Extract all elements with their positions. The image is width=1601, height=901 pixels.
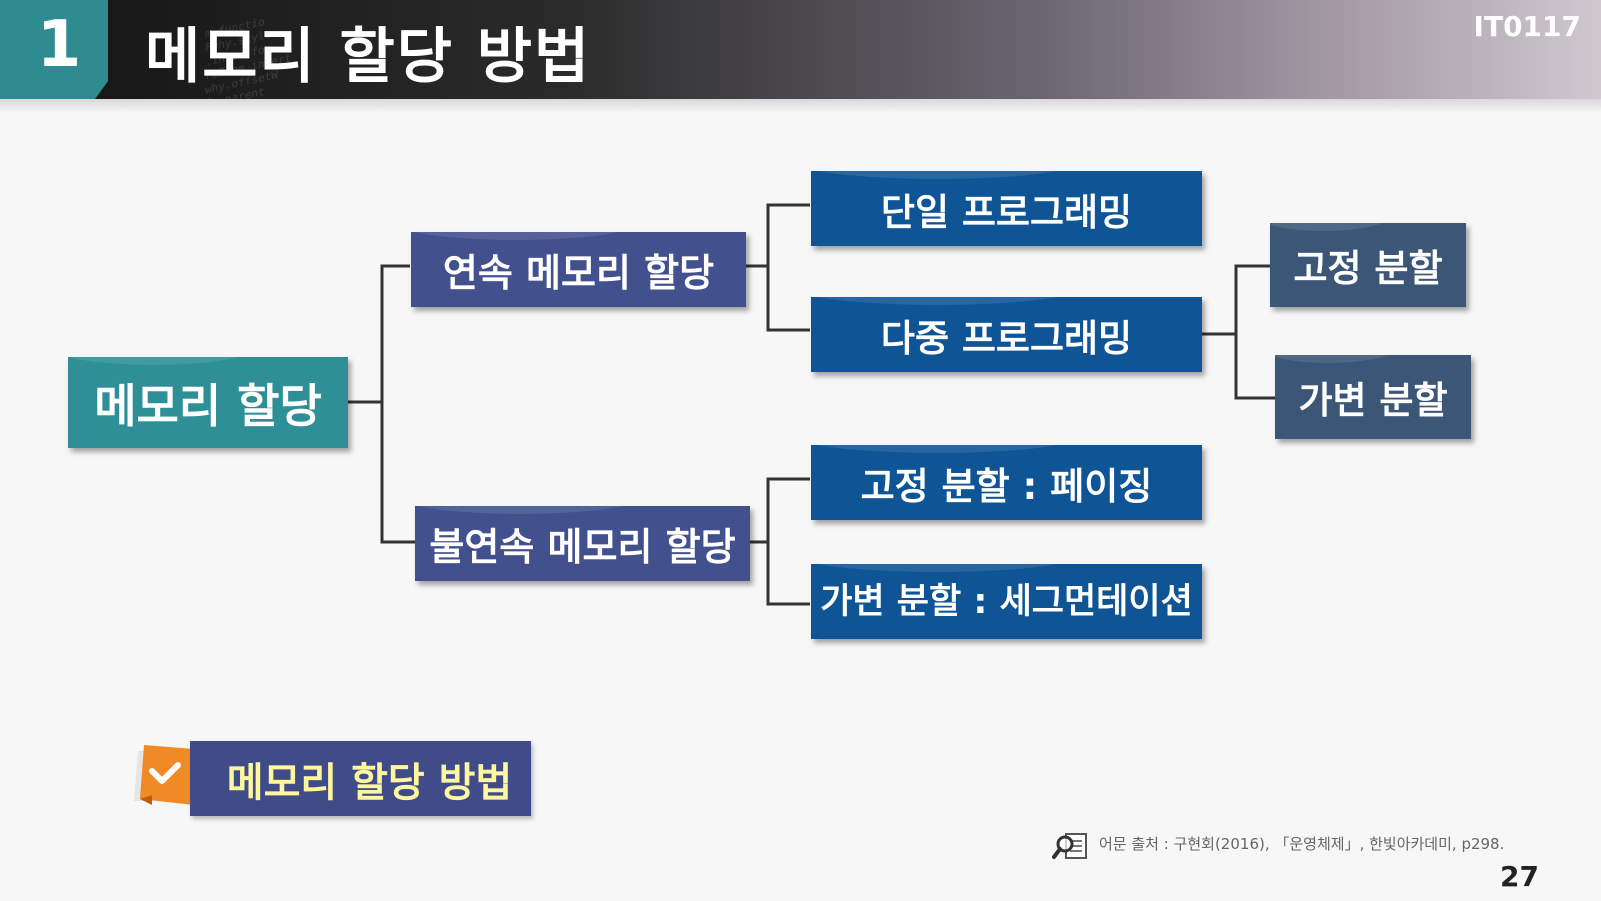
node-segmentation: 가변 분할 : 세그먼테이션	[811, 564, 1202, 639]
node-single-programming: 단일 프로그래밍	[811, 171, 1202, 246]
node-non-contiguous: 불연속 메모리 할당	[415, 506, 750, 581]
node-label: 연속 메모리 할당	[442, 251, 715, 295]
node-label: 단일 프로그래밍	[880, 190, 1133, 234]
connector-single-multi	[766, 203, 810, 332]
node-variable-partition: 가변 분할	[1275, 355, 1471, 439]
node-label: 다중 프로그래밍	[880, 316, 1133, 360]
node-contiguous: 연속 메모리 할당	[411, 232, 746, 307]
page-number: 27	[1500, 860, 1539, 893]
section-number-badge: 1	[0, 0, 108, 99]
node-label: 고정 분할 : 페이징	[860, 464, 1153, 508]
node-label: 가변 분할	[1298, 379, 1448, 422]
source-citation: 어문 출처 : 구현회(2016), 「운영체제」, 한빛아카데미, p298.	[1099, 835, 1505, 853]
node-label: 가변 분할 : 세그먼테이션	[820, 581, 1193, 622]
section-number: 1	[36, 8, 82, 82]
header-shadow	[0, 99, 1601, 113]
node-label: 불연속 메모리 할당	[429, 525, 736, 569]
magnifier-document-icon	[1052, 833, 1087, 859]
node-paging: 고정 분할 : 페이징	[811, 445, 1202, 520]
section-badge: 메모리 할당 방법	[190, 741, 531, 816]
connector-level1	[380, 264, 415, 544]
connector-partitions	[1234, 264, 1275, 400]
node-multi-programming: 다중 프로그래밍	[811, 297, 1202, 372]
course-code: IT0117	[1473, 10, 1581, 43]
page-title: 메모리 할당 방법	[145, 22, 592, 92]
node-label: 고정 분할	[1293, 247, 1443, 290]
connector-paging-segment	[766, 477, 810, 606]
section-badge-label: 메모리 할당 방법	[226, 759, 513, 806]
node-label: 메모리 할당	[94, 378, 322, 433]
node-memory-allocation: 메모리 할당	[68, 357, 348, 448]
node-fixed-partition: 고정 분할	[1270, 223, 1466, 307]
check-bookmark-icon	[134, 745, 194, 805]
